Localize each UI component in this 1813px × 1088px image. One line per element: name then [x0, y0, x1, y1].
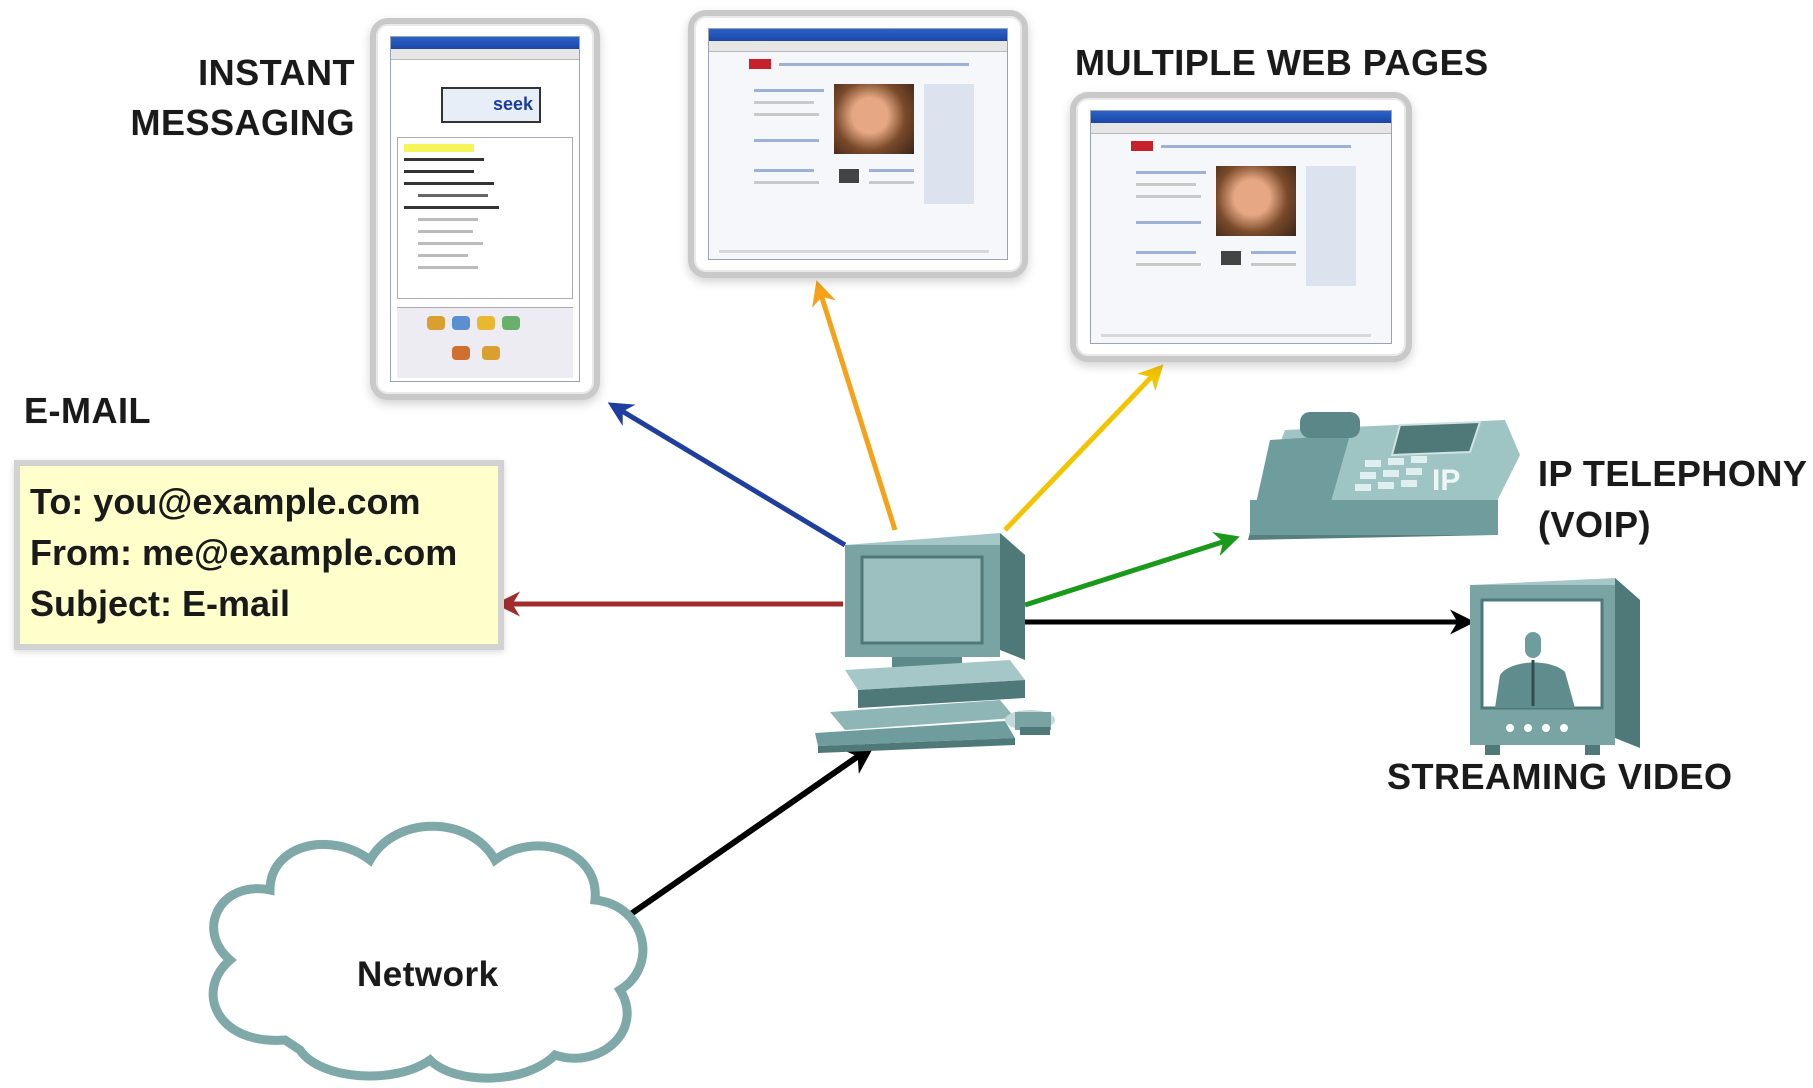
web-page-1-titlebar — [709, 29, 1007, 41]
email-subject-line: Subject: E-mail — [30, 583, 291, 624]
im-window: seek — [390, 36, 580, 382]
im-seek-banner: seek — [441, 87, 541, 123]
im-toolbar-icons — [397, 307, 573, 378]
network-label: Network — [357, 955, 499, 994]
ip-telephony-label-line2: (VOIP) — [1538, 504, 1652, 545]
ip-phone-icon: IP — [1248, 412, 1520, 540]
web-page-screenshot-2 — [1070, 92, 1412, 362]
tv-monitor-icon — [1470, 578, 1640, 755]
email-to-line: To: you@example.com — [30, 481, 421, 522]
email-from-line: From: me@example.com — [30, 532, 458, 573]
cloud-icon — [208, 821, 648, 1083]
multiple-web-pages-label: MULTIPLE WEB PAGES — [1075, 42, 1489, 83]
instant-messaging-screenshot: seek — [370, 18, 600, 400]
web-page-2-toolbar — [1091, 123, 1391, 134]
web-page-2-photo — [1216, 166, 1296, 236]
streaming-video-label: STREAMING VIDEO — [1387, 756, 1733, 797]
im-buddy-list — [397, 137, 573, 299]
phone-ip-label: IP — [1432, 464, 1460, 497]
instant-messaging-label-line1: INSTANT — [198, 52, 355, 93]
web-page-2-browser — [1090, 110, 1392, 344]
web-page-2-titlebar — [1091, 111, 1391, 123]
arrow-computer-to-im — [607, 402, 847, 548]
web-page-1-browser — [708, 28, 1008, 260]
web-page-1-logo — [749, 59, 771, 69]
arrow-computer-to-web-page-2 — [1003, 364, 1164, 532]
ip-telephony-label-line1: IP TELEPHONY — [1538, 453, 1808, 494]
computer-icon — [815, 533, 1055, 753]
im-menubar — [391, 49, 579, 60]
web-page-1-toolbar — [709, 41, 1007, 52]
web-page-2-logo — [1131, 141, 1153, 151]
web-page-1-photo — [834, 84, 914, 154]
web-page-screenshot-1 — [688, 10, 1028, 278]
arrow-computer-to-ip-phone — [1024, 532, 1240, 608]
instant-messaging-label: INSTANT MESSAGING — [100, 48, 355, 148]
im-titlebar — [391, 37, 579, 49]
arrow-computer-to-web-page-1 — [812, 280, 898, 531]
arrow-network-to-computer — [613, 744, 875, 928]
email-message-box: To: you@example.com From: me@example.com… — [14, 460, 504, 650]
ip-telephony-label: IP TELEPHONY (VOIP) — [1538, 448, 1807, 550]
instant-messaging-label-line2: MESSAGING — [130, 102, 355, 143]
email-title-label: E-MAIL — [24, 390, 151, 431]
